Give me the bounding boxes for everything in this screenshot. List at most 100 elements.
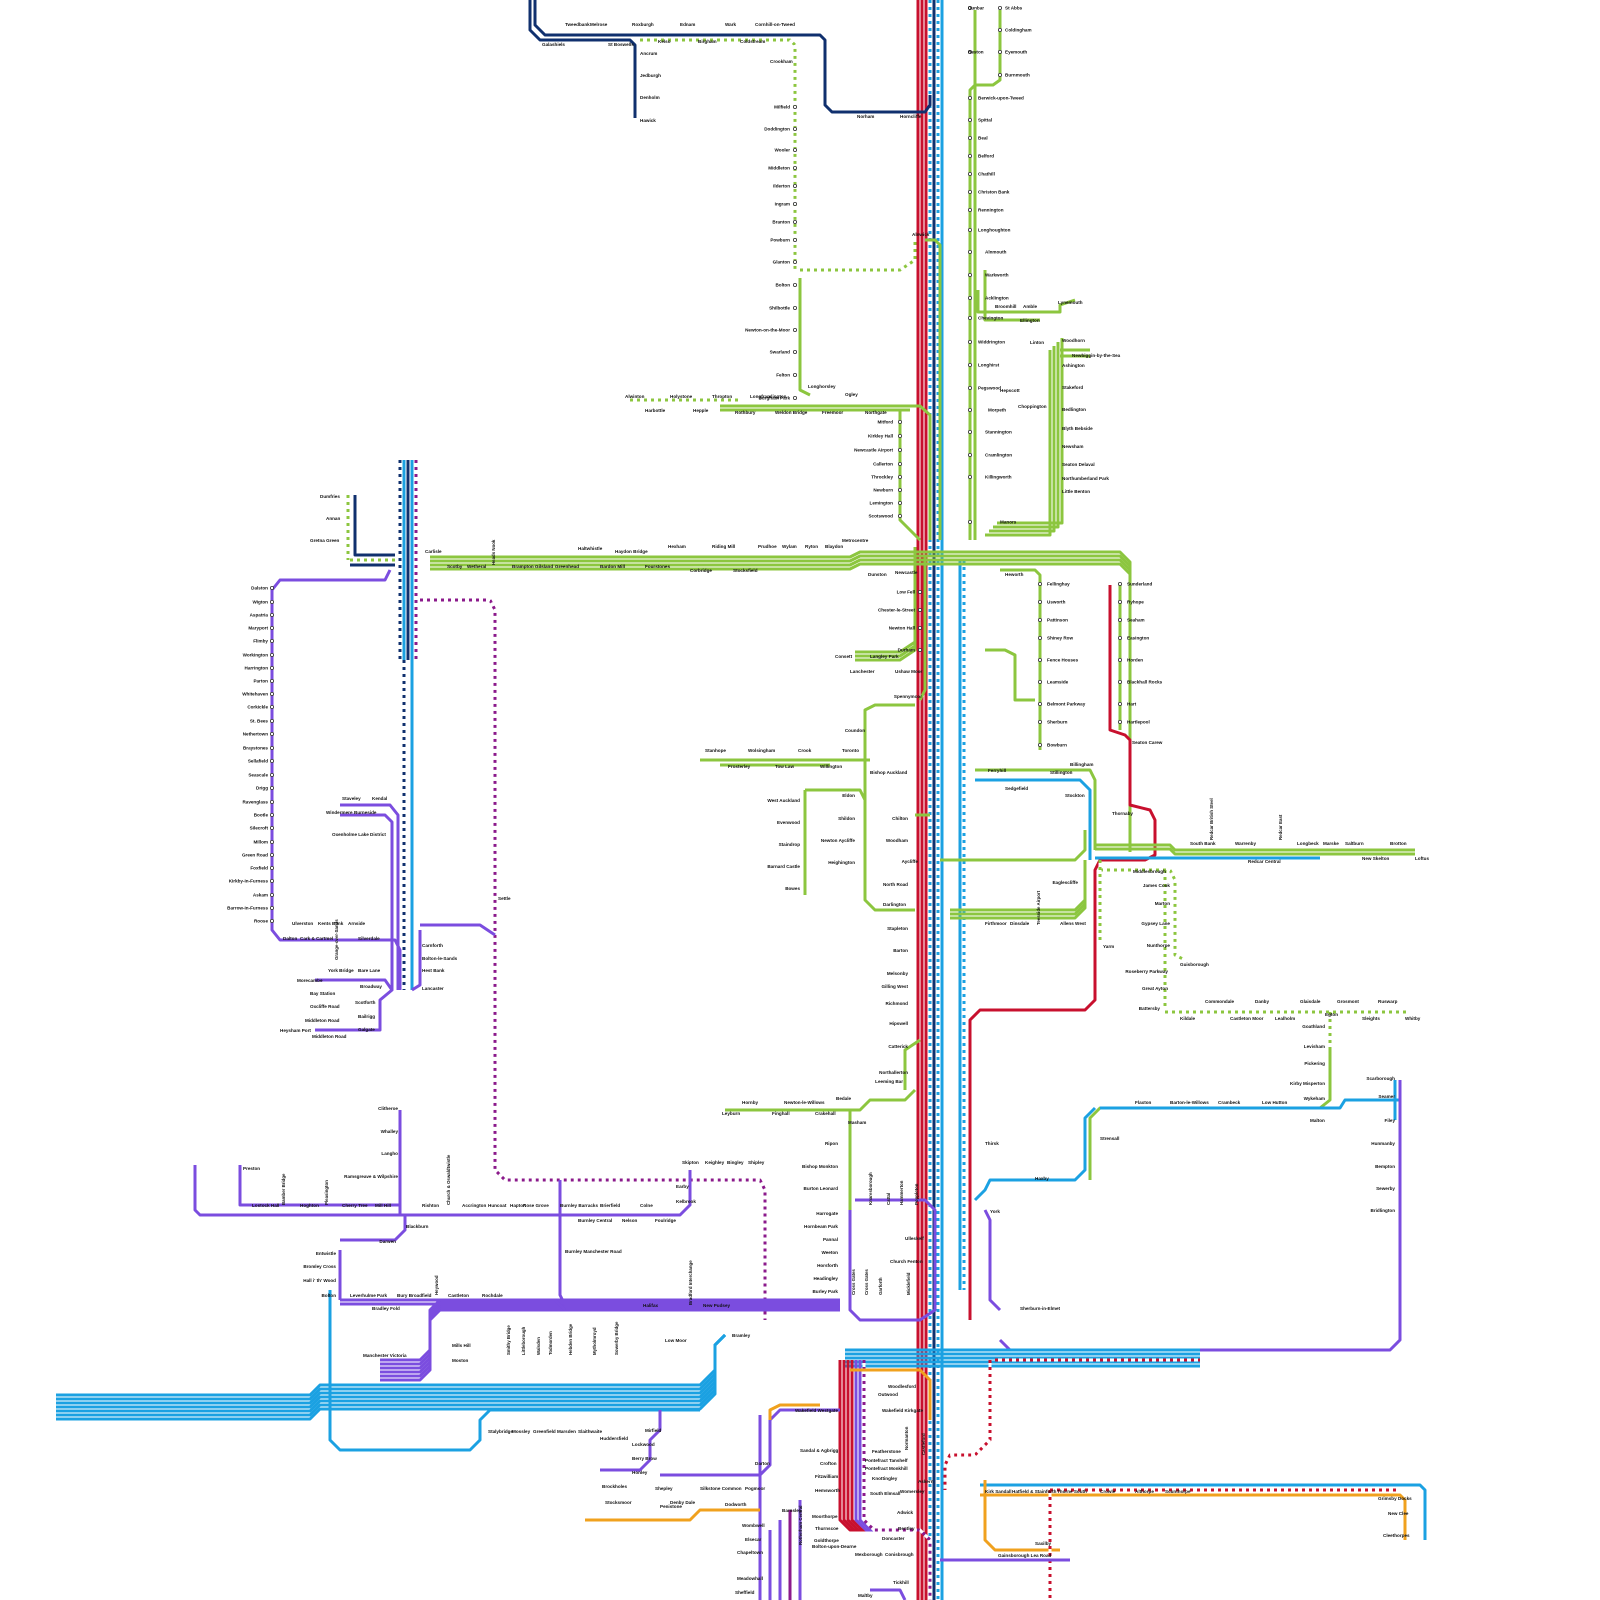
station-marker[interactable] bbox=[269, 813, 274, 818]
station-marker[interactable] bbox=[1038, 680, 1043, 685]
station-marker[interactable] bbox=[998, 6, 1003, 11]
station-marker[interactable] bbox=[1038, 600, 1043, 605]
station-marker[interactable] bbox=[269, 732, 274, 737]
station-marker[interactable] bbox=[918, 608, 923, 613]
station-marker[interactable] bbox=[269, 666, 274, 671]
station-marker[interactable] bbox=[269, 613, 274, 618]
station-label-crookham: Crookham bbox=[770, 59, 793, 64]
station-marker[interactable] bbox=[1038, 618, 1043, 623]
station-marker[interactable] bbox=[898, 447, 903, 452]
station-marker[interactable] bbox=[269, 786, 274, 791]
station-marker[interactable] bbox=[898, 433, 903, 438]
station-marker[interactable] bbox=[1118, 680, 1123, 685]
station-marker[interactable] bbox=[793, 219, 798, 224]
station-marker[interactable] bbox=[968, 362, 973, 367]
station-marker[interactable] bbox=[898, 474, 903, 479]
station-marker[interactable] bbox=[793, 327, 798, 332]
station-marker[interactable] bbox=[269, 893, 274, 898]
station-marker[interactable] bbox=[968, 50, 973, 55]
station-marker[interactable] bbox=[1118, 702, 1123, 707]
station-marker[interactable] bbox=[968, 227, 973, 232]
station-marker[interactable] bbox=[269, 705, 274, 710]
station-marker[interactable] bbox=[968, 6, 973, 11]
station-marker[interactable] bbox=[968, 295, 973, 300]
station-marker[interactable] bbox=[269, 586, 274, 591]
station-marker[interactable] bbox=[793, 282, 798, 287]
station-marker[interactable] bbox=[968, 315, 973, 320]
station-marker[interactable] bbox=[1038, 743, 1043, 748]
station-marker[interactable] bbox=[968, 135, 973, 140]
station-marker[interactable] bbox=[269, 746, 274, 751]
station-marker[interactable] bbox=[968, 249, 973, 254]
station-marker[interactable] bbox=[269, 800, 274, 805]
station-marker[interactable] bbox=[793, 105, 798, 110]
station-marker[interactable] bbox=[1038, 658, 1043, 663]
station-marker[interactable] bbox=[968, 385, 973, 390]
station-label-scunthorpe: Scunthorpe bbox=[1165, 1489, 1191, 1494]
station-marker[interactable] bbox=[269, 773, 274, 778]
station-marker[interactable] bbox=[968, 272, 973, 277]
station-marker[interactable] bbox=[1118, 618, 1123, 623]
station-marker[interactable] bbox=[968, 339, 973, 344]
station-marker[interactable] bbox=[269, 866, 274, 871]
station-marker[interactable] bbox=[918, 590, 923, 595]
station-marker[interactable] bbox=[269, 826, 274, 831]
station-marker[interactable] bbox=[968, 153, 973, 158]
station-marker[interactable] bbox=[793, 372, 798, 377]
station-marker[interactable] bbox=[898, 487, 903, 492]
station-marker[interactable] bbox=[968, 171, 973, 176]
station-marker[interactable] bbox=[968, 520, 973, 525]
station-marker[interactable] bbox=[793, 127, 798, 132]
station-marker[interactable] bbox=[1118, 582, 1123, 587]
station-marker[interactable] bbox=[998, 27, 1003, 32]
station-label-tickhill: Tickhill bbox=[893, 1580, 909, 1585]
station-marker[interactable] bbox=[1118, 600, 1123, 605]
station-label-fence-houses: Fence Houses bbox=[1047, 658, 1079, 663]
station-marker[interactable] bbox=[1038, 702, 1043, 707]
station-marker[interactable] bbox=[269, 879, 274, 884]
station-marker[interactable] bbox=[968, 96, 973, 101]
station-marker[interactable] bbox=[793, 395, 798, 400]
station-marker[interactable] bbox=[998, 73, 1003, 78]
station-marker[interactable] bbox=[898, 419, 903, 424]
station-marker[interactable] bbox=[269, 692, 274, 697]
station-marker[interactable] bbox=[1038, 720, 1043, 725]
station-marker[interactable] bbox=[898, 500, 903, 505]
station-marker[interactable] bbox=[269, 653, 274, 658]
station-marker[interactable] bbox=[269, 679, 274, 684]
station-marker[interactable] bbox=[898, 514, 903, 519]
station-marker[interactable] bbox=[793, 201, 798, 206]
station-marker[interactable] bbox=[1118, 636, 1123, 641]
station-marker[interactable] bbox=[1038, 636, 1043, 641]
station-marker[interactable] bbox=[793, 305, 798, 310]
station-marker[interactable] bbox=[918, 648, 923, 653]
station-marker[interactable] bbox=[269, 639, 274, 644]
station-marker[interactable] bbox=[269, 626, 274, 631]
station-marker[interactable] bbox=[269, 840, 274, 845]
station-marker[interactable] bbox=[1118, 720, 1123, 725]
station-marker[interactable] bbox=[898, 461, 903, 466]
station-marker[interactable] bbox=[269, 853, 274, 858]
station-marker[interactable] bbox=[968, 429, 973, 434]
station-marker[interactable] bbox=[269, 759, 274, 764]
station-marker[interactable] bbox=[269, 719, 274, 724]
station-marker[interactable] bbox=[793, 259, 798, 264]
station-marker[interactable] bbox=[269, 919, 274, 924]
station-marker[interactable] bbox=[793, 165, 798, 170]
station-marker[interactable] bbox=[269, 906, 274, 911]
station-marker[interactable] bbox=[968, 207, 973, 212]
station-marker[interactable] bbox=[793, 183, 798, 188]
station-marker[interactable] bbox=[968, 452, 973, 457]
station-marker[interactable] bbox=[918, 626, 923, 631]
station-marker[interactable] bbox=[793, 237, 798, 242]
station-marker[interactable] bbox=[998, 50, 1003, 55]
station-marker[interactable] bbox=[269, 600, 274, 605]
station-marker[interactable] bbox=[1038, 582, 1043, 587]
station-marker[interactable] bbox=[793, 147, 798, 152]
station-marker[interactable] bbox=[968, 474, 973, 479]
station-marker[interactable] bbox=[968, 189, 973, 194]
station-marker[interactable] bbox=[793, 349, 798, 354]
station-marker[interactable] bbox=[968, 118, 973, 123]
station-marker[interactable] bbox=[1118, 658, 1123, 663]
station-marker[interactable] bbox=[968, 407, 973, 412]
